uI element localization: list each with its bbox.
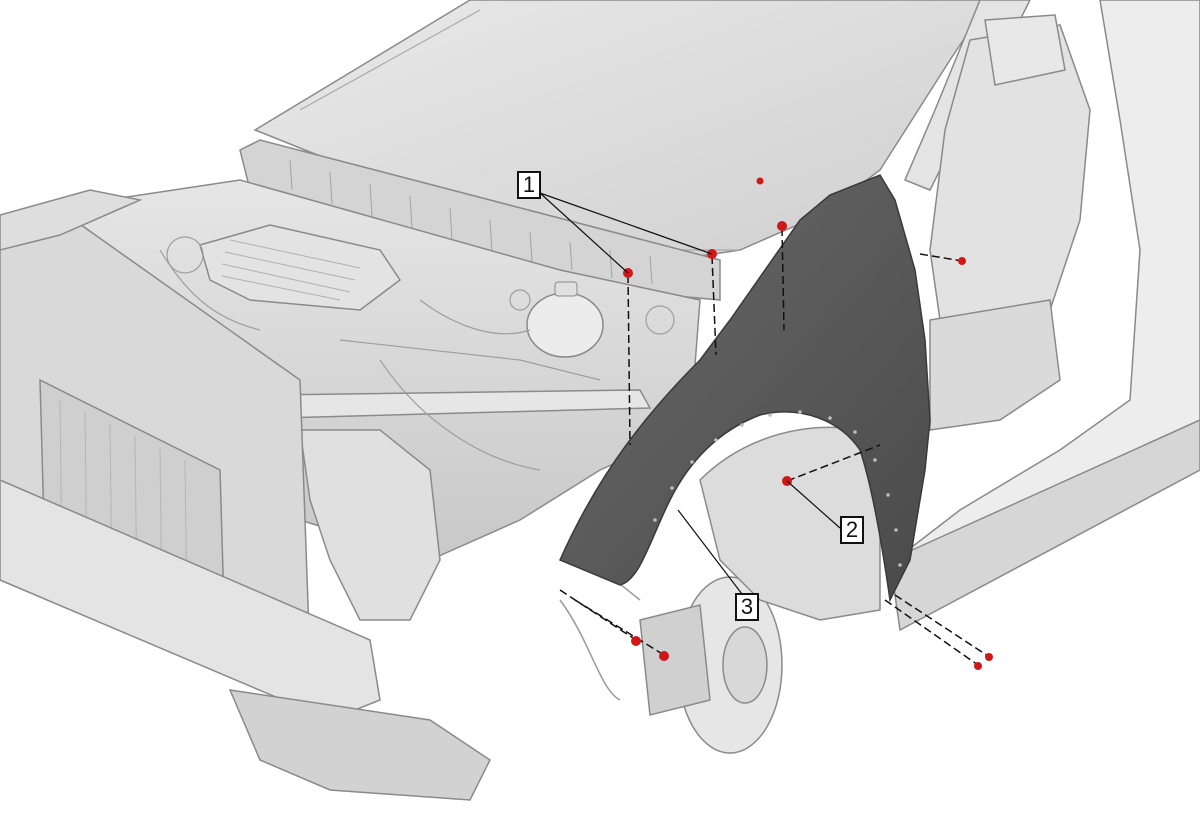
engine-cover <box>199 224 402 311</box>
cowl-ribs <box>289 159 653 285</box>
radiator-fins <box>59 399 188 631</box>
engine-cover-ribs <box>221 239 361 301</box>
headlamp-area <box>0 189 143 251</box>
fastener-hood <box>756 177 764 185</box>
wheelhouse-liner <box>699 426 881 621</box>
callout-2: 2 <box>840 516 864 544</box>
fastener-pillar <box>958 257 966 265</box>
fastener-lower-1 <box>631 636 641 646</box>
coolant-reservoir <box>526 292 604 358</box>
callout-1: 1 <box>517 171 541 199</box>
fastener-rocker-2 <box>985 653 993 661</box>
callout-2-label: 2 <box>845 517 859 542</box>
wheel-hub <box>722 626 768 704</box>
leader-lines <box>539 192 841 599</box>
fastener-cowl-3 <box>777 221 787 231</box>
callout-3-label: 3 <box>740 594 754 619</box>
engine-bay-detail <box>159 236 675 471</box>
callout-1-label: 1 <box>522 172 536 197</box>
lower-crossmember <box>228 689 491 801</box>
callout-3: 3 <box>735 593 759 621</box>
seat-cushion <box>929 299 1061 431</box>
fastener-lower-2 <box>659 651 669 661</box>
coolant-cap <box>554 281 578 297</box>
front-fender <box>559 174 931 603</box>
rocker-sill <box>889 419 1200 632</box>
fastener-rocker-1 <box>974 662 982 670</box>
fastener-dash-lines <box>559 227 989 666</box>
brake-caliper <box>639 604 711 716</box>
seat-headrest <box>984 14 1066 86</box>
washer-tank <box>299 429 441 621</box>
fender-flange-holes <box>653 410 902 567</box>
